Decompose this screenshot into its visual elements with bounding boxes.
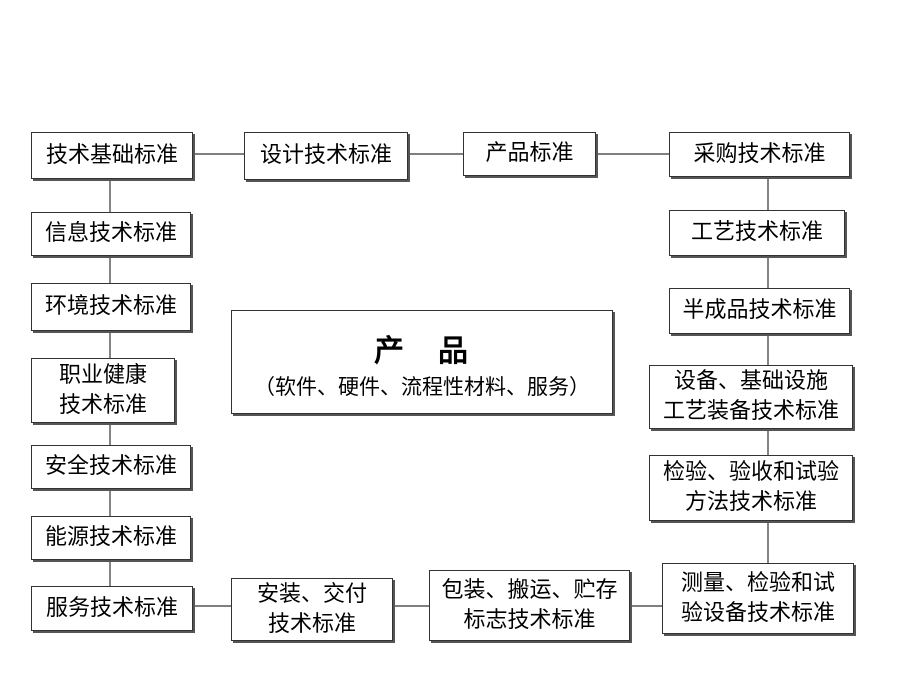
product-title: 产 品 — [374, 334, 470, 369]
label-environment-standard: 环境技术标准 — [44, 294, 177, 319]
label-measurement-line1: 测量、检验和试 — [680, 570, 835, 596]
box-service-standard: 服务技术标准 — [31, 586, 193, 631]
label-purchase-standard: 采购技术标准 — [693, 141, 826, 167]
box-process-standard: 工艺技术标准 — [669, 210, 845, 256]
box-safety-standard: 安全技术标准 — [31, 445, 191, 489]
label-equipment-line1: 设备、基础设施 — [673, 369, 828, 394]
box-occupational-health-standard: 职业健康 技术标准 — [31, 358, 175, 423]
label-inspection-line1: 检验、验收和试验 — [662, 460, 839, 485]
product-subtitle: （软件、硬件、流程性材料、服务） — [254, 375, 590, 399]
label-safety-standard: 安全技术标准 — [44, 454, 177, 479]
label-product-standard: 产品标准 — [485, 141, 574, 166]
box-install-delivery-standard: 安装、交付 技术标准 — [231, 578, 393, 641]
box-semi-finished-standard: 半成品技术标准 — [669, 288, 850, 334]
label-inspection-line2: 方法技术标准 — [684, 490, 817, 515]
label-process-standard: 工艺技术标准 — [690, 220, 823, 245]
label-service-standard: 服务技术标准 — [45, 595, 178, 621]
label-package-line1: 包装、搬运、贮存 — [441, 577, 618, 603]
label-install-line1: 安装、交付 — [256, 581, 367, 607]
label-tech-basic-standard: 技术基础标准 — [45, 142, 178, 168]
box-environment-standard: 环境技术标准 — [31, 283, 191, 331]
box-product-standard: 产品标准 — [463, 132, 596, 176]
label-package-line2: 标志技术标准 — [463, 607, 596, 633]
label-install-line2: 技术标准 — [267, 611, 356, 637]
box-packaging-standard: 包装、搬运、贮存 标志技术标准 — [429, 570, 630, 641]
box-tech-basic-standard: 技术基础标准 — [31, 132, 193, 179]
label-design-standard: 设计技术标准 — [259, 143, 392, 168]
label-occupational-line1: 职业健康 — [58, 362, 147, 388]
box-inspection-standard: 检验、验收和试验 方法技术标准 — [649, 455, 853, 521]
label-semi-finished-standard: 半成品技术标准 — [682, 298, 837, 323]
label-info-standard: 信息技术标准 — [44, 221, 177, 246]
label-occupational-line2: 技术标准 — [58, 392, 147, 418]
box-energy-standard: 能源技术标准 — [31, 516, 191, 560]
box-info-standard: 信息技术标准 — [31, 212, 191, 256]
box-purchase-standard: 采购技术标准 — [669, 132, 850, 177]
box-equipment-standard: 设备、基础设施 工艺装备技术标准 — [649, 365, 853, 429]
box-measurement-equipment-standard: 测量、检验和试 验设备技术标准 — [662, 563, 854, 634]
box-product-center: 产 品 （软件、硬件、流程性材料、服务） — [231, 310, 613, 414]
label-energy-standard: 能源技术标准 — [44, 525, 177, 550]
label-measurement-line2: 验设备技术标准 — [680, 600, 835, 626]
label-equipment-line2: 工艺装备技术标准 — [662, 399, 839, 424]
box-design-standard: 设计技术标准 — [244, 132, 408, 180]
